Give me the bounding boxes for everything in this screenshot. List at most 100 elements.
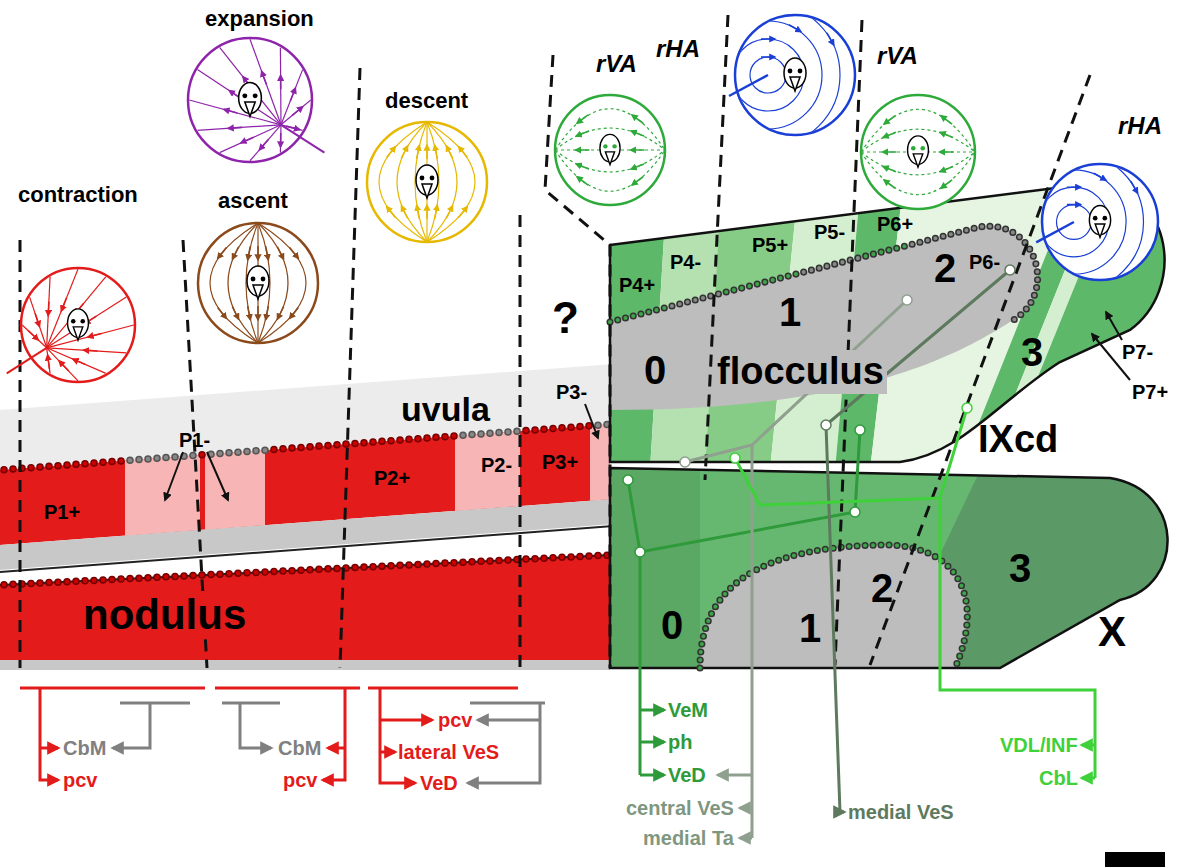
flow-arrow <box>631 164 644 169</box>
purkinje-dot <box>82 578 88 584</box>
projection-arrow <box>840 811 844 814</box>
globe-label: rVA <box>877 42 918 70</box>
purkinje-dot <box>815 548 821 554</box>
projection-node <box>623 475 633 485</box>
flow-line <box>1057 205 1092 240</box>
purkinje-dot <box>190 453 196 459</box>
purkinje-dot <box>768 560 774 566</box>
target-nucleus: VeM <box>668 699 708 722</box>
purkinje-dot <box>505 429 511 435</box>
purkinje-dot <box>28 465 34 471</box>
pointer-arrow <box>1106 312 1122 340</box>
purkinje-dot <box>761 563 767 569</box>
purkinje-dot <box>487 430 493 436</box>
flow-arrow <box>884 180 895 188</box>
purkinje-dot <box>778 275 784 281</box>
purkinje-dot <box>190 573 196 579</box>
purkinje-dot <box>932 554 938 560</box>
purkinje-dot <box>172 454 178 460</box>
lobule-name: uvula <box>401 390 490 429</box>
flow-arrow <box>576 164 589 169</box>
flow-line <box>47 297 127 348</box>
flow-arrow <box>84 349 98 351</box>
bird-beak <box>245 102 255 116</box>
purkinje-dot <box>886 542 892 548</box>
flow-arrow <box>387 147 396 158</box>
purkinje-dot <box>700 295 706 301</box>
flow-arrow <box>218 308 227 319</box>
purkinje-dot <box>646 309 652 315</box>
projection-arrow <box>40 688 58 780</box>
target-nucleus: CbL <box>1039 767 1078 790</box>
purkinje-dot <box>280 446 286 452</box>
zone-label: P5- <box>814 221 845 244</box>
bird-eye <box>798 69 803 74</box>
purkinje-dot <box>607 319 613 325</box>
flow-line <box>555 150 665 172</box>
globe-outline <box>861 95 975 209</box>
purkinje-dot <box>271 446 277 452</box>
lobule-number: 2 <box>871 565 893 611</box>
purkinje-dot <box>244 570 250 576</box>
globe-label: contraction <box>18 182 138 207</box>
projection-arrow <box>1082 777 1095 780</box>
purkinje-dot <box>217 571 223 577</box>
purkinje-dot <box>801 269 807 275</box>
purkinje-dot <box>217 451 223 457</box>
purkinje-dot <box>271 569 277 575</box>
globe-drawing <box>859 93 977 211</box>
purkinje-dot <box>776 558 782 564</box>
flow-line <box>47 277 50 348</box>
purkinje-dot <box>959 583 965 589</box>
flow-line <box>47 348 78 381</box>
target-nucleus: pcv <box>63 769 97 792</box>
purkinje-dot <box>963 630 969 636</box>
purkinje-dot <box>451 560 457 566</box>
purkinje-dot <box>1033 261 1039 267</box>
flow-arrow <box>459 147 468 158</box>
flow-arrow <box>232 307 238 320</box>
purkinje-dot <box>951 569 957 575</box>
rotation-axis <box>7 348 47 374</box>
purkinje-dot <box>731 287 737 293</box>
flow-line <box>281 70 303 125</box>
purkinje-dot <box>661 305 667 311</box>
lobule-number: 1 <box>779 289 801 335</box>
purkinje-dot <box>388 438 394 444</box>
flow-arrow <box>789 25 801 32</box>
flow-line <box>1022 170 1126 274</box>
purkinje-dot <box>816 265 822 271</box>
optic-flow-globe: rVA <box>859 93 977 211</box>
projection-arrow <box>478 719 540 722</box>
purkinje-dot <box>379 438 385 444</box>
projection-node <box>821 420 831 430</box>
bird-beak <box>73 327 83 340</box>
target-nucleus: lateral VeS <box>398 741 499 764</box>
bracket <box>368 687 518 690</box>
zebrin-negative-stripe <box>125 455 200 536</box>
lobule-number: 3 <box>1021 329 1043 375</box>
purkinje-dot <box>1028 300 1034 306</box>
purkinje-dot <box>397 437 403 443</box>
flow-arrow <box>632 177 643 185</box>
purkinje-dot <box>963 598 969 604</box>
flow-arrow <box>257 246 259 260</box>
purkinje-dot <box>799 551 805 557</box>
purkinje-dot <box>1 582 7 588</box>
flow-arrow <box>577 177 588 185</box>
target-nucleus: medial Ta <box>643 827 734 850</box>
flow-arrow <box>47 302 49 316</box>
flow-line <box>280 125 282 153</box>
purkinje-dot <box>127 457 133 463</box>
purkinje-dot <box>595 422 601 428</box>
purkinje-dot <box>163 574 169 580</box>
purkinje-dot <box>595 553 601 559</box>
purkinje-dot <box>854 543 860 549</box>
flow-arrow <box>401 146 407 159</box>
bird-eye <box>911 146 916 151</box>
lobule-number: 3 <box>1009 545 1031 591</box>
pointer-arrow <box>585 404 598 438</box>
purkinje-dot <box>136 457 142 463</box>
purkinje-dot <box>902 544 908 550</box>
target-nucleus: VDL/INF <box>1000 734 1078 757</box>
